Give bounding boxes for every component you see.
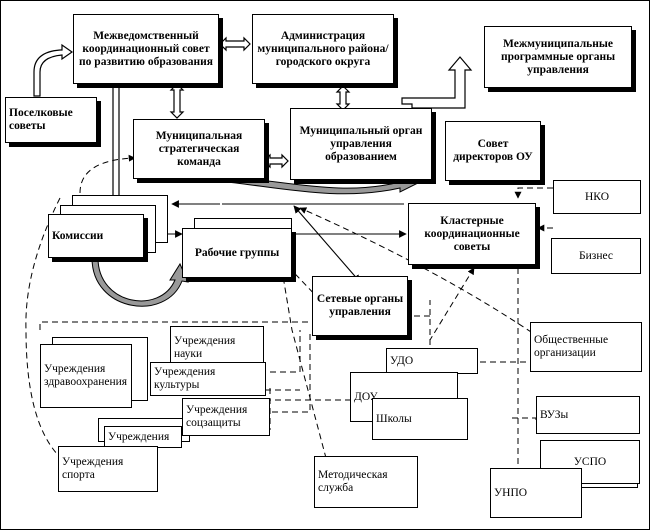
administration-label: Администрация муниципального района/горо… <box>257 29 389 68</box>
commissions-workgroups-curved-arrow <box>91 257 189 307</box>
network-bodies-box: Сетевые органы управления <box>312 276 408 336</box>
administration-box: Администрация муниципального района/горо… <box>252 14 394 84</box>
udo-box: УДО <box>386 348 478 374</box>
vuz-box: ВУЗы <box>536 396 640 434</box>
nko-label: НКО <box>585 190 609 203</box>
method-service-box: Методическая служба <box>314 456 418 508</box>
udo-label: УДО <box>390 354 414 367</box>
unpo-label: УНПО <box>494 486 528 499</box>
public-orgs-label: Общественные организации <box>534 334 609 359</box>
intermunicipal-bodies-box: Межмуниципальные программные органы упра… <box>484 26 632 88</box>
council-strategic-double-arrow <box>169 83 185 119</box>
sport-label: Учреждения спорта <box>62 456 124 481</box>
business-label: Бизнес <box>579 249 613 262</box>
institutions-box: Учреждения <box>104 426 182 448</box>
workgroups-box: Рабочие группы <box>182 228 292 278</box>
culture-label: Учреждения культуры <box>154 366 216 391</box>
nko-box: НКО <box>553 180 641 214</box>
dou-label: ДОУ <box>354 390 378 403</box>
workgroups-label: Рабочие группы <box>194 246 280 259</box>
interagency-council-box: Межведомственный координационный совет п… <box>73 14 219 84</box>
settlement-council-curved-arrow <box>33 43 74 97</box>
strategic-team-box: Муниципальная стратегическая команда <box>133 119 265 179</box>
municipal-education-body-label: Муниципальный орган управления образован… <box>299 124 423 163</box>
uspo-label: УСПО <box>573 455 607 468</box>
schools-box: Школы <box>372 398 468 440</box>
directors-council-label: Совет директоров ОУ <box>453 138 533 163</box>
cluster-councils-box: Кластерные координационные советы <box>408 203 536 265</box>
social-label: Учреждения соцзащиты <box>186 404 248 429</box>
directors-council-box: Совет директоров ОУ <box>445 121 541 181</box>
municipal-education-body-box: Муниципальный орган управления образован… <box>290 108 432 180</box>
cluster-councils-label: Кластерные координационные советы <box>424 214 520 253</box>
unpo-box: УНПО <box>490 468 582 518</box>
settlement-councils-label: Поселковые советы <box>9 107 73 132</box>
health-box: Учреждения здравоохранения <box>40 344 132 408</box>
vuz-label: ВУЗы <box>540 408 569 421</box>
swoosh-arrow <box>199 175 418 195</box>
science-label: Учреждения науки <box>174 335 236 360</box>
method-service-label: Методическая служба <box>318 469 388 494</box>
social-box: Учреждения соцзащиты <box>182 398 270 436</box>
health-label: Учреждения здравоохранения <box>44 363 128 388</box>
culture-box: Учреждения культуры <box>150 362 266 396</box>
institutions-label: Учреждения <box>108 430 170 443</box>
admin-municipal-double-arrow <box>335 85 351 111</box>
public-orgs-box: Общественные организации <box>530 322 642 372</box>
network-bodies-label: Сетевые органы управления <box>316 293 404 318</box>
settlement-councils-box: Поселковые советы <box>5 97 97 143</box>
schools-label: Школы <box>376 412 412 425</box>
sport-box: Учреждения спорта <box>58 446 158 492</box>
intermunicipal-bodies-label: Межмуниципальные программные органы упра… <box>500 37 616 76</box>
uspo-box: УСПО <box>540 440 640 484</box>
municipal-intermunicipal-bent-arrow <box>401 56 473 109</box>
council-admin-double-arrow <box>219 36 251 52</box>
strategic-team-label: Муниципальная стратегическая команда <box>155 129 243 168</box>
interagency-council-label: Межведомственный координационный совет п… <box>79 29 213 68</box>
commissions-box: Комиссии <box>48 214 144 258</box>
commissions-label: Комиссии <box>52 229 104 242</box>
strategic-municipal-double-arrow <box>263 153 289 169</box>
business-box: Бизнес <box>551 238 641 274</box>
